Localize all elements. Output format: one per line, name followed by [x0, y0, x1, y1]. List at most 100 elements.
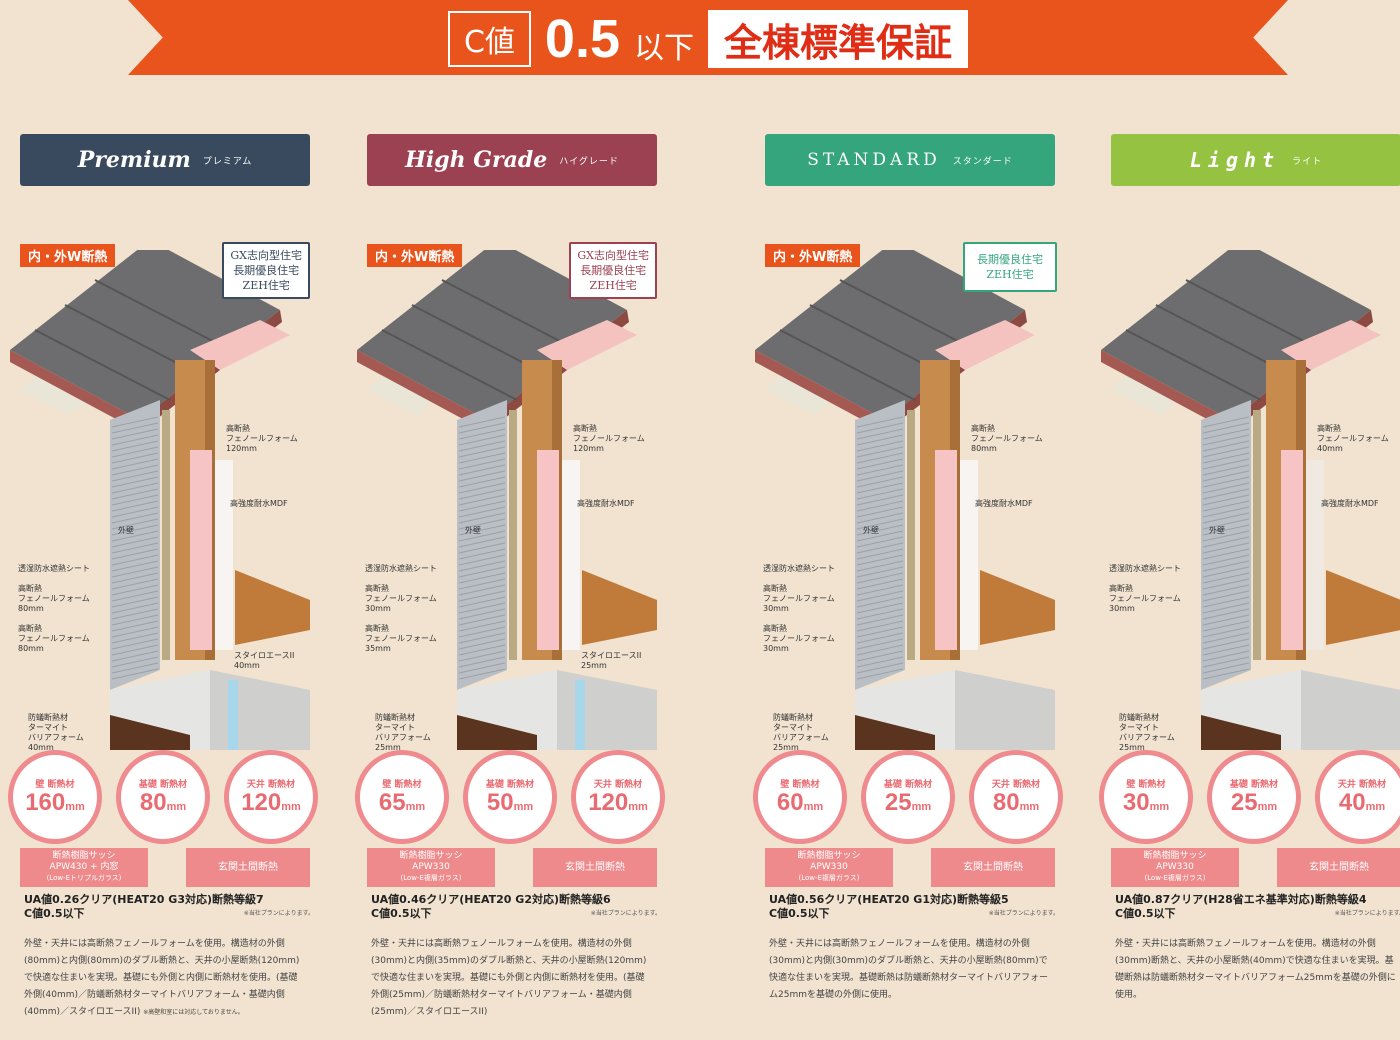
- feature-tags: 断熱樹脂サッシ APW330 (Low-E複層ガラス) 玄関土間断熱: [1111, 848, 1400, 887]
- tier-kana: スタンダード: [952, 156, 1013, 167]
- sash-line3: (Low-E複層ガラス): [400, 874, 462, 882]
- circle-unit: mm: [628, 801, 648, 814]
- circle-label: 壁 断熱材: [382, 780, 422, 791]
- c-value-suffix: 以下: [634, 31, 694, 66]
- desc-text: 外壁・天井には高断熱フェノールフォームを使用。構造材の外側(30mm)断熱と、天…: [1115, 939, 1396, 1000]
- ua-line1: UA値0.46クリア(HEAT20 G2対応)断熱等級6: [371, 893, 611, 906]
- label-ceiling-insulation: 高断熱 フェノールフォーム 120mm: [226, 424, 298, 453]
- certification-box: GX志向型住宅長期優良住宅 ZEH住宅: [222, 242, 310, 299]
- desc-text: 外壁・天井には高断熱フェノールフォームを使用。構造材の外側(80mm)と内側(8…: [24, 939, 300, 1017]
- ceiling-insulation: [190, 320, 290, 370]
- label-exterior: 外壁: [863, 526, 879, 535]
- label-termite: 防蟻断熱材 ターマイト バリアフォーム 40mm: [28, 713, 84, 752]
- circle-value: 50mm: [487, 790, 533, 816]
- label-termite: 防蟻断熱材 ターマイト バリアフォーム 25mm: [375, 713, 431, 752]
- label-ceiling-insulation: 高断熱 フェノールフォーム 80mm: [971, 424, 1043, 453]
- genkan-tag: 玄関土間断熱: [1277, 848, 1400, 887]
- circle-value: 30mm: [1123, 790, 1169, 816]
- floor-deck: [1326, 570, 1400, 645]
- label-sheet: 透湿防水遮熱シート: [1109, 564, 1181, 573]
- circle-number: 80: [992, 789, 1020, 817]
- circle-unit: mm: [803, 801, 824, 814]
- circle-label: 壁 断熱材: [780, 780, 820, 791]
- circle-label: 基礎 断熱材: [138, 780, 188, 791]
- circle-value: 60mm: [777, 790, 823, 816]
- circle-number: 120: [588, 789, 629, 817]
- mdf-board: [162, 410, 170, 660]
- wall-section-illustration: [357, 250, 657, 750]
- circle-label: 基礎 断熱材: [883, 780, 933, 791]
- roof-tiles: [1101, 250, 1371, 420]
- tier-name: Premium: [77, 147, 191, 173]
- circle-unit: mm: [513, 801, 534, 814]
- tier-header: High Grade ハイグレード: [367, 134, 657, 186]
- sash-line1: 断熱樹脂サッシ: [52, 851, 116, 861]
- sash-tag: 断熱樹脂サッシ APW330 (Low-E複層ガラス): [1111, 848, 1239, 887]
- tier-header: Premium プレミアム: [20, 134, 310, 186]
- circle-number: 25: [884, 789, 912, 817]
- circle-number: 160: [25, 789, 66, 817]
- mdf-board: [907, 410, 915, 660]
- circle-value: 25mm: [885, 790, 931, 816]
- circle-value: 120mm: [241, 790, 301, 816]
- sash-tag: 断熱樹脂サッシ APW330 (Low-E複層ガラス): [765, 848, 893, 887]
- ua-value-block: UA値0.26クリア(HEAT20 G3対応)断熱等級7 C値0.5以下 ※当社…: [24, 893, 314, 921]
- circle-unit: mm: [1257, 801, 1278, 814]
- inner-insulation: [215, 460, 233, 650]
- sash-line1: 断熱樹脂サッシ: [399, 851, 463, 861]
- circle-number: 80: [139, 789, 167, 817]
- tier-name: STANDARD: [807, 150, 941, 170]
- double-insulation-badge: 内・外W断熱: [765, 244, 861, 267]
- outer-insulation: [537, 450, 559, 650]
- ceiling-insulation: [1281, 320, 1381, 370]
- ceiling-insulation: [935, 320, 1035, 370]
- mdf-board: [509, 410, 517, 660]
- genkan-tag: 玄関土間断熱: [186, 848, 310, 887]
- desc-text: 外壁・天井には高断熱フェノールフォームを使用。構造材の外側(30mm)と内側(3…: [769, 939, 1049, 1000]
- styro-insulation: [228, 680, 238, 750]
- tier-description: 外壁・天井には高断熱フェノールフォームを使用。構造材の外側(30mm)と内側(3…: [371, 936, 653, 1021]
- sash-tag: 断熱樹脂サッシ APW330 (Low-E複層ガラス): [367, 848, 495, 887]
- mdf-board: [1253, 410, 1261, 660]
- circle-value: 80mm: [993, 790, 1039, 816]
- circle-unit: mm: [911, 801, 932, 814]
- circle-unit: mm: [166, 801, 187, 814]
- ua-value-block: UA値0.87クリア(H28省エネ基準対応)断熱等級4 C値0.5以下 ※当社プ…: [1115, 893, 1400, 921]
- sash-tag: 断熱樹脂サッシ APW430 + 内窓 (Low-Eトリプルガラス): [20, 848, 148, 887]
- tier-kana: ライト: [1292, 156, 1323, 167]
- cert-item: 長期優良住宅: [233, 264, 300, 277]
- circle-label: 天井 断熱材: [991, 780, 1041, 791]
- tier-column-4: Light ライト: [1099, 134, 1400, 1000]
- sash-line1: 断熱樹脂サッシ: [1143, 851, 1207, 861]
- circle-unit: mm: [1019, 801, 1040, 814]
- cert-item: ZEH住宅: [986, 268, 1034, 281]
- label-mdf: 高強度耐水MDF: [975, 499, 1033, 508]
- double-insulation-badge: 内・外W断熱: [367, 244, 463, 267]
- ground-soil: [457, 715, 537, 750]
- cert-item: ZEH住宅: [242, 279, 290, 292]
- circle-label: 壁 断熱材: [35, 780, 75, 791]
- ua-value-block: UA値0.46クリア(HEAT20 G2対応)断熱等級6 C値0.5以下 ※当社…: [371, 893, 661, 921]
- tier-name: Light: [1189, 148, 1281, 172]
- cert-item: GX志向型住宅: [230, 249, 302, 262]
- label-termite: 防蟻断熱材 ターマイト バリアフォーム 25mm: [773, 713, 829, 752]
- label-ceiling-insulation: 高断熱 フェノールフォーム 120mm: [573, 424, 645, 453]
- tier-kana: プレミアム: [202, 156, 253, 167]
- ground-soil: [1201, 715, 1281, 750]
- circle-label: 壁 断熱材: [1126, 780, 1166, 791]
- inner-insulation: [960, 460, 978, 650]
- sash-line3: (Low-Eトリプルガラス): [46, 874, 122, 882]
- label-inner-insulation: 高断熱 フェノールフォーム 80mm: [18, 624, 90, 653]
- genkan-tag: 玄関土間断熱: [931, 848, 1055, 887]
- circle-label: 基礎 断熱材: [1229, 780, 1279, 791]
- ua-note: ※当社プランによります。: [590, 910, 661, 917]
